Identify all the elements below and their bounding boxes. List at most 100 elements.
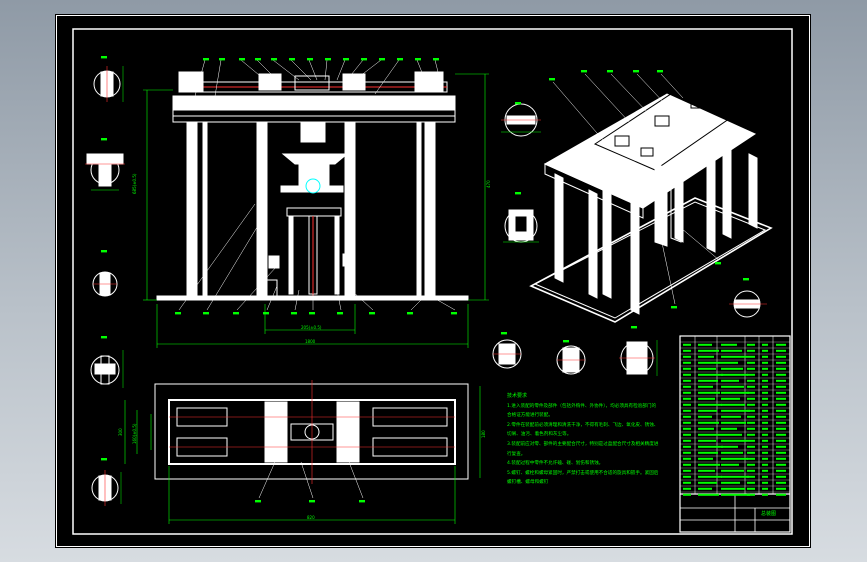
balloon-number-mark (309, 312, 315, 315)
balloon-number-mark (271, 58, 277, 61)
balloon-number-mark (369, 312, 375, 315)
parts-list-cell-mark (762, 403, 768, 406)
parts-list-cell-mark (762, 397, 768, 400)
parts-list-cell-mark (683, 457, 691, 460)
jaw-left (268, 255, 280, 269)
parts-list-cell-mark (698, 457, 713, 460)
parts-list-cell-mark (762, 415, 768, 418)
parts-list-cell-mark (776, 415, 786, 418)
parts-list-cell-mark (762, 475, 768, 478)
gripper-head (286, 207, 342, 217)
parts-list-cell-mark (776, 439, 786, 442)
parts-list-cell-mark (747, 409, 755, 412)
balloon-number-mark (289, 58, 295, 61)
parts-list-cell-mark (698, 493, 719, 496)
parts-list-cell-mark (721, 415, 741, 418)
balloon-number-mark (407, 312, 413, 315)
parts-list-cell-mark (683, 349, 691, 352)
parts-list-cell-mark (698, 439, 716, 442)
parts-list-cell-mark (721, 355, 747, 358)
detail-view-2 (85, 153, 125, 191)
balloon-number-mark (501, 332, 507, 335)
isometric-view (529, 73, 773, 323)
drawing-sheet: 技术要求 1.进入装配的零件及部件（包括外购件、外协件），均必须具有检验部门的 … (55, 14, 811, 548)
plan-dimensions (124, 386, 481, 524)
parts-list-cell-mark (762, 349, 768, 352)
drawing-name: 总装图 (761, 511, 777, 517)
parts-list-cell-mark (698, 403, 722, 406)
parts-list-cell-mark (776, 409, 786, 412)
balloon-number-mark (101, 56, 107, 59)
detail-section-d (729, 290, 767, 318)
parts-list-cell-mark (721, 367, 743, 370)
parts-list-cell-mark (762, 427, 768, 430)
balloon-number-mark (101, 138, 107, 141)
balloon-number-mark (255, 58, 261, 61)
parts-list-cell-mark (683, 367, 691, 370)
parts-list-cell-mark (698, 349, 719, 352)
column-left-outer (186, 121, 198, 297)
parts-list-cell-mark (776, 379, 786, 382)
parts-list-cell-mark (721, 493, 750, 496)
iso-leaders (552, 73, 720, 305)
front-view (156, 59, 469, 311)
balloon-number-mark (263, 312, 269, 315)
parts-list-cell-mark (721, 457, 748, 460)
technical-note-line: 合格证方能进行装配。 (507, 413, 553, 419)
parts-list-cell-mark (721, 391, 749, 394)
parts-list-cell-mark (683, 445, 691, 448)
technical-note-line: 切屑、油污、着色剂和灰尘等。 (507, 432, 572, 438)
parts-list-cell-mark (747, 433, 755, 436)
parts-list-cell-mark (747, 355, 755, 358)
iso-beam-details (614, 97, 706, 157)
iso-beam-front (544, 163, 644, 219)
parts-list-cell-mark (776, 397, 786, 400)
detail-section-f (556, 345, 586, 375)
parts-list-cell-mark (698, 463, 720, 466)
balloon-number-mark (515, 102, 521, 105)
dimension-frame-width: 1800 (305, 339, 316, 344)
parts-list-cell-mark (762, 367, 768, 370)
parts-list-cell-mark (721, 343, 737, 346)
parts-list-cell-mark (762, 343, 768, 346)
parts-list-cell-mark (747, 349, 755, 352)
dimension-plan-width: 300 (118, 428, 123, 436)
parts-list-cell-mark (747, 487, 755, 490)
cross-plate (280, 185, 344, 193)
parts-list-cell-mark (776, 475, 786, 478)
parts-list-cell-mark (721, 463, 739, 466)
column-left-inner (202, 121, 208, 297)
technical-notes-title: 技术要求 (507, 393, 528, 399)
balloon-number-mark (715, 262, 721, 265)
parts-list-cell-mark (762, 445, 768, 448)
parts-list-cell-mark (683, 493, 691, 496)
dimension-label-marks (101, 56, 749, 503)
parts-list-cell-mark (721, 475, 749, 478)
parts-list-cell-mark (776, 445, 786, 448)
balloon-number-mark (291, 312, 297, 315)
parts-list-cell-mark (683, 487, 691, 490)
parts-list-cell-mark (776, 391, 786, 394)
parts-list-cell-mark (762, 451, 768, 454)
balloon-number-mark (325, 58, 331, 61)
parts-list-cell-mark (698, 415, 712, 418)
parts-list-cell-mark (776, 421, 786, 424)
parts-list-cell-mark (683, 427, 691, 430)
balloon-number-mark (671, 306, 677, 309)
parts-list-cell-mark (747, 475, 755, 478)
pivot-circle (305, 178, 321, 194)
dimension-plan-inner: 160(±0.5) (132, 423, 137, 444)
detail-section-e (492, 339, 522, 369)
parts-list-cell-mark (747, 361, 755, 364)
dimension-plan-length: 820 (307, 515, 315, 520)
detail-view-1 (93, 66, 124, 102)
parts-list-cell-mark (776, 433, 786, 436)
inner-border (72, 28, 793, 535)
technical-note-line: 2.零件在装配前必须清理和清洗干净，不得有毛刺、飞边、氧化皮、锈蚀、 (507, 422, 659, 428)
parts-list-cell-mark (721, 445, 738, 448)
parts-list-cell-mark (776, 349, 786, 352)
gearbox-body (298, 163, 330, 187)
balloon-number-mark (549, 78, 555, 81)
parts-list-cell-mark (762, 361, 768, 364)
parts-list-cell-mark (698, 343, 712, 346)
